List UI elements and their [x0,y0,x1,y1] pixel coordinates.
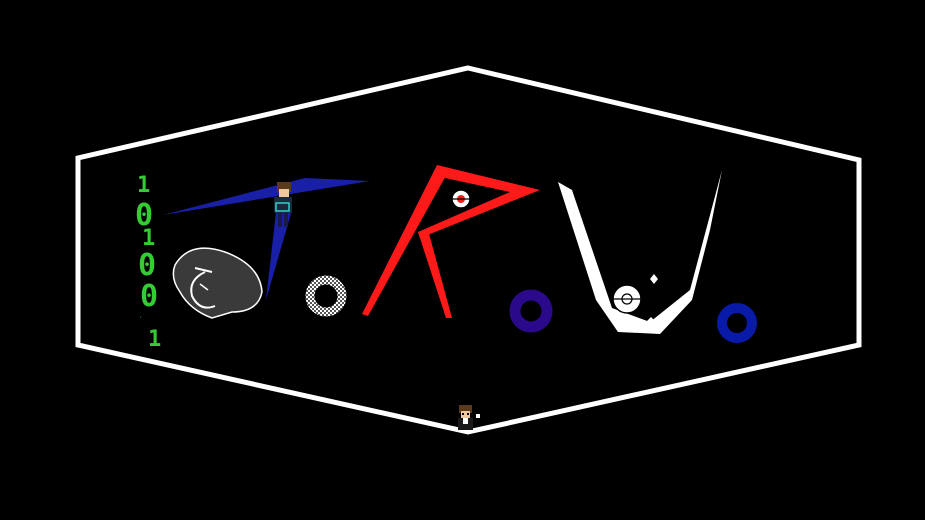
binary-digit: 0 [135,198,153,233]
t-crossbar [163,178,370,215]
purple-ring-icon [509,289,553,333]
r-bowl [418,165,540,238]
binary-column: 1 0 1 0 0 1 1 [135,173,161,352]
npc-character-icon[interactable] [458,405,480,430]
r-leg [418,230,452,318]
white-orb-icon [612,284,642,314]
blue-ring-icon [717,303,757,343]
binary-digit: 1 [137,173,150,198]
t-stem [266,210,292,300]
player-character-icon[interactable] [274,182,292,227]
binary-digit: 1 [140,317,142,319]
r-stem [362,165,448,316]
sparkle-icon [647,274,658,325]
binary-digit: 1 [148,327,161,352]
u-shape [558,170,722,334]
swirl-face-icon [172,247,263,319]
logo-letter-u [558,170,722,334]
logo-letter-r [362,165,540,318]
binary-digit: 0 [138,248,156,283]
binary-digit: 0 [140,279,158,314]
checker-ring-icon [305,275,347,317]
binary-digit: 1 [142,226,155,251]
eye-orb-icon [451,189,471,209]
logo-letter-t [163,178,370,300]
hexagon-frame [75,65,862,435]
